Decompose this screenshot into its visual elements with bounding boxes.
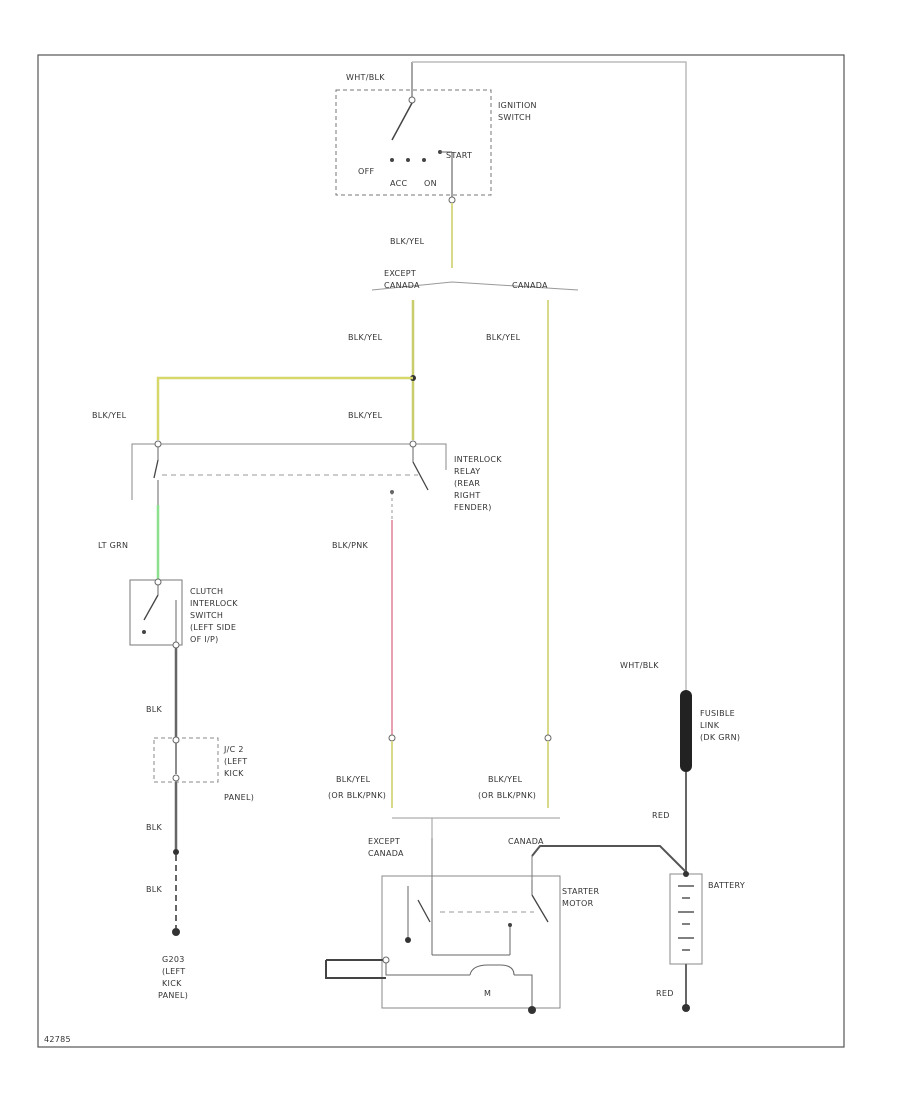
label-start: START — [446, 151, 472, 160]
label-ground-1: G203 — [162, 955, 185, 964]
label-except-canada-top-2: CANADA — [384, 281, 420, 290]
label-or-blk-pnk-r: (OR BLK/PNK) — [478, 791, 536, 800]
label-starter-1: STARTER — [562, 887, 600, 896]
label-canada-top: CANADA — [512, 281, 548, 290]
label-jc-2: (LEFT — [224, 757, 247, 766]
label-relay-4: RIGHT — [454, 491, 481, 500]
label-off: OFF — [358, 167, 374, 176]
label-jc-4: PANEL) — [224, 793, 254, 802]
label-ignition-switch-1: IGNITION — [498, 101, 537, 110]
connector-left — [388, 734, 396, 742]
label-blk-yel-3: BLK/YEL — [486, 333, 521, 342]
label-m: M — [484, 989, 491, 998]
label-clutch-4: (LEFT SIDE — [190, 623, 236, 632]
diagram-border — [37, 54, 845, 1048]
label-blk-yel-1: BLK/YEL — [390, 237, 425, 246]
label-canada-bot: CANADA — [508, 837, 544, 846]
label-relay-5: FENDER) — [454, 503, 492, 512]
label-except-canada-bot-1: EXCEPT — [368, 837, 400, 846]
label-fusible-1: FUSIBLE — [700, 709, 735, 718]
label-blk-yel-bottom-l: BLK/YEL — [336, 775, 371, 784]
label-red-2: RED — [656, 989, 674, 998]
label-blk-yel-2: BLK/YEL — [348, 333, 383, 342]
interlock-relay — [131, 440, 447, 520]
junction-connector — [153, 736, 219, 783]
label-blk-pnk: BLK/PNK — [332, 541, 368, 550]
label-blk-yel-4: BLK/YEL — [92, 411, 127, 420]
label-relay-3: (REAR — [454, 479, 480, 488]
label-acc: ACC — [390, 179, 408, 188]
label-clutch-5: OF I/P) — [190, 635, 219, 644]
battery-ground-icon — [682, 1004, 690, 1012]
connector-right — [544, 734, 552, 742]
label-clutch-3: SWITCH — [190, 611, 223, 620]
label-fusible-3: (DK GRN) — [700, 733, 740, 742]
label-clutch-2: INTERLOCK — [190, 599, 238, 608]
label-jc-1: J/C 2 — [223, 745, 244, 754]
wire-battery-cable — [531, 845, 687, 873]
label-wht-blk-top: WHT/BLK — [346, 73, 385, 82]
wire-wht-blk — [412, 61, 687, 690]
label-except-canada-bot-2: CANADA — [368, 849, 404, 858]
starter-motor — [325, 838, 561, 1014]
ignition-switch — [335, 62, 492, 204]
battery-icon — [669, 871, 703, 965]
label-clutch-1: CLUTCH — [190, 587, 223, 596]
label-lt-grn: LT GRN — [98, 541, 128, 550]
label-fusible-2: LINK — [700, 721, 720, 730]
label-ground-3: KICK — [162, 979, 182, 988]
label-on: ON — [424, 179, 437, 188]
label-red-1: RED — [652, 811, 670, 820]
label-or-blk-pnk-l: (OR BLK/PNK) — [328, 791, 386, 800]
label-blk-3: BLK — [146, 885, 163, 894]
fusible-link — [680, 690, 692, 772]
label-ground-2: (LEFT — [162, 967, 185, 976]
label-blk-yel-bottom-r: BLK/YEL — [488, 775, 523, 784]
label-blk-yel-5: BLK/YEL — [348, 411, 383, 420]
ground-point-icon — [172, 928, 180, 936]
label-relay-2: RELAY — [454, 467, 481, 476]
label-starter-2: MOTOR — [562, 899, 594, 908]
label-relay-1: INTERLOCK — [454, 455, 502, 464]
label-except-canada-top: EXCEPT — [384, 269, 416, 278]
splice-blk — [173, 849, 179, 855]
label-battery: BATTERY — [708, 881, 745, 890]
wire-blk-yel-left — [156, 376, 413, 440]
label-wht-blk-right: WHT/BLK — [620, 661, 659, 670]
label-ignition-switch-2: SWITCH — [498, 113, 531, 122]
label-code: 42785 — [44, 1035, 71, 1044]
option-splitter-top — [371, 281, 579, 291]
clutch-interlock-switch — [129, 578, 183, 650]
label-ground-4: PANEL) — [158, 991, 188, 1000]
label-jc-3: KICK — [224, 769, 244, 778]
label-blk-2: BLK — [146, 823, 163, 832]
label-blk-1: BLK — [146, 705, 163, 714]
